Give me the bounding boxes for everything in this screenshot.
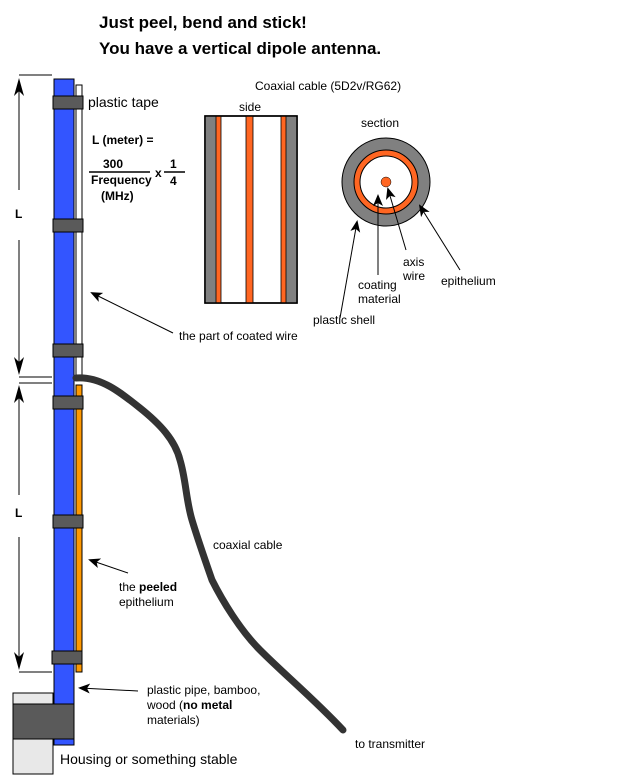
coated-wire-arrow xyxy=(90,292,174,334)
coating-label-1: coating xyxy=(358,278,397,292)
formula-times: x xyxy=(155,166,162,180)
coax-side-view xyxy=(204,115,298,304)
coax-section-view xyxy=(341,137,431,227)
tape-band xyxy=(52,343,84,358)
housing-clamp xyxy=(12,703,75,740)
peeled-label-line-1: the peeled xyxy=(119,580,177,594)
housing-label: Housing or something stable xyxy=(60,751,238,767)
plastic-tape-label: plastic tape xyxy=(88,94,159,110)
arrow-up-icon xyxy=(14,78,24,96)
peeled-label-line-2: epithelium xyxy=(119,595,174,609)
arrow-down-icon xyxy=(14,652,24,670)
pipe-bold: no metal xyxy=(183,698,232,712)
plastic-shell-arrow xyxy=(339,220,361,319)
coaxial-cable xyxy=(72,374,347,734)
pipe-prefix: wood ( xyxy=(146,698,183,712)
plastic-pipe xyxy=(53,78,75,746)
coaxial-cable-title: Coaxial cable (5D2v/RG62) xyxy=(255,79,401,93)
coating-label-2: material xyxy=(358,292,401,306)
formula-fraction-numerator: 1 xyxy=(170,157,177,171)
tape-band xyxy=(52,218,84,233)
pipe-label-line-1: plastic pipe, bamboo, xyxy=(147,683,260,697)
axis-wire-label-1: axis xyxy=(403,255,424,269)
length-label-upper: L xyxy=(15,207,22,221)
pipe-label-line-3: materials) xyxy=(147,713,200,727)
plastic-shell-label: plastic shell xyxy=(313,313,375,327)
epithelium-label: epithelium xyxy=(441,274,496,288)
title-line-1: Just peel, bend and stick! xyxy=(99,13,307,32)
tape-band xyxy=(52,95,84,110)
pipe-label-line-2: wood (no metal xyxy=(146,698,232,712)
axis-wire-label-2: wire xyxy=(402,269,425,283)
peeled-prefix: the xyxy=(119,580,139,594)
length-label-lower: L xyxy=(15,506,22,520)
axis-wire-arrow xyxy=(386,187,407,251)
arrow-up-icon xyxy=(14,385,24,403)
pipe-arrow xyxy=(78,683,139,694)
to-transmitter-label: to transmitter xyxy=(355,737,425,751)
arrow-down-icon xyxy=(14,357,24,375)
formula-denominator-1: Frequency xyxy=(91,173,152,187)
epithelium-arrow xyxy=(418,204,461,271)
coated-wire-label: the part of coated wire xyxy=(179,329,298,343)
title-line-2: You have a vertical dipole antenna. xyxy=(99,39,381,58)
tape-band xyxy=(52,514,84,529)
formula-denominator-2: (MHz) xyxy=(101,189,134,203)
tape-band xyxy=(51,650,83,665)
formula-fraction-denominator: 4 xyxy=(170,174,177,188)
formula-numerator: 300 xyxy=(103,157,123,171)
section-label: section xyxy=(361,116,399,130)
coaxial-cable-label: coaxial cable xyxy=(213,538,283,552)
side-label: side xyxy=(239,100,261,114)
peeled-bold: peeled xyxy=(139,580,177,594)
peeled-arrow xyxy=(88,558,129,574)
formula-lhs: L (meter) = xyxy=(92,133,153,147)
tape-band xyxy=(52,395,84,410)
